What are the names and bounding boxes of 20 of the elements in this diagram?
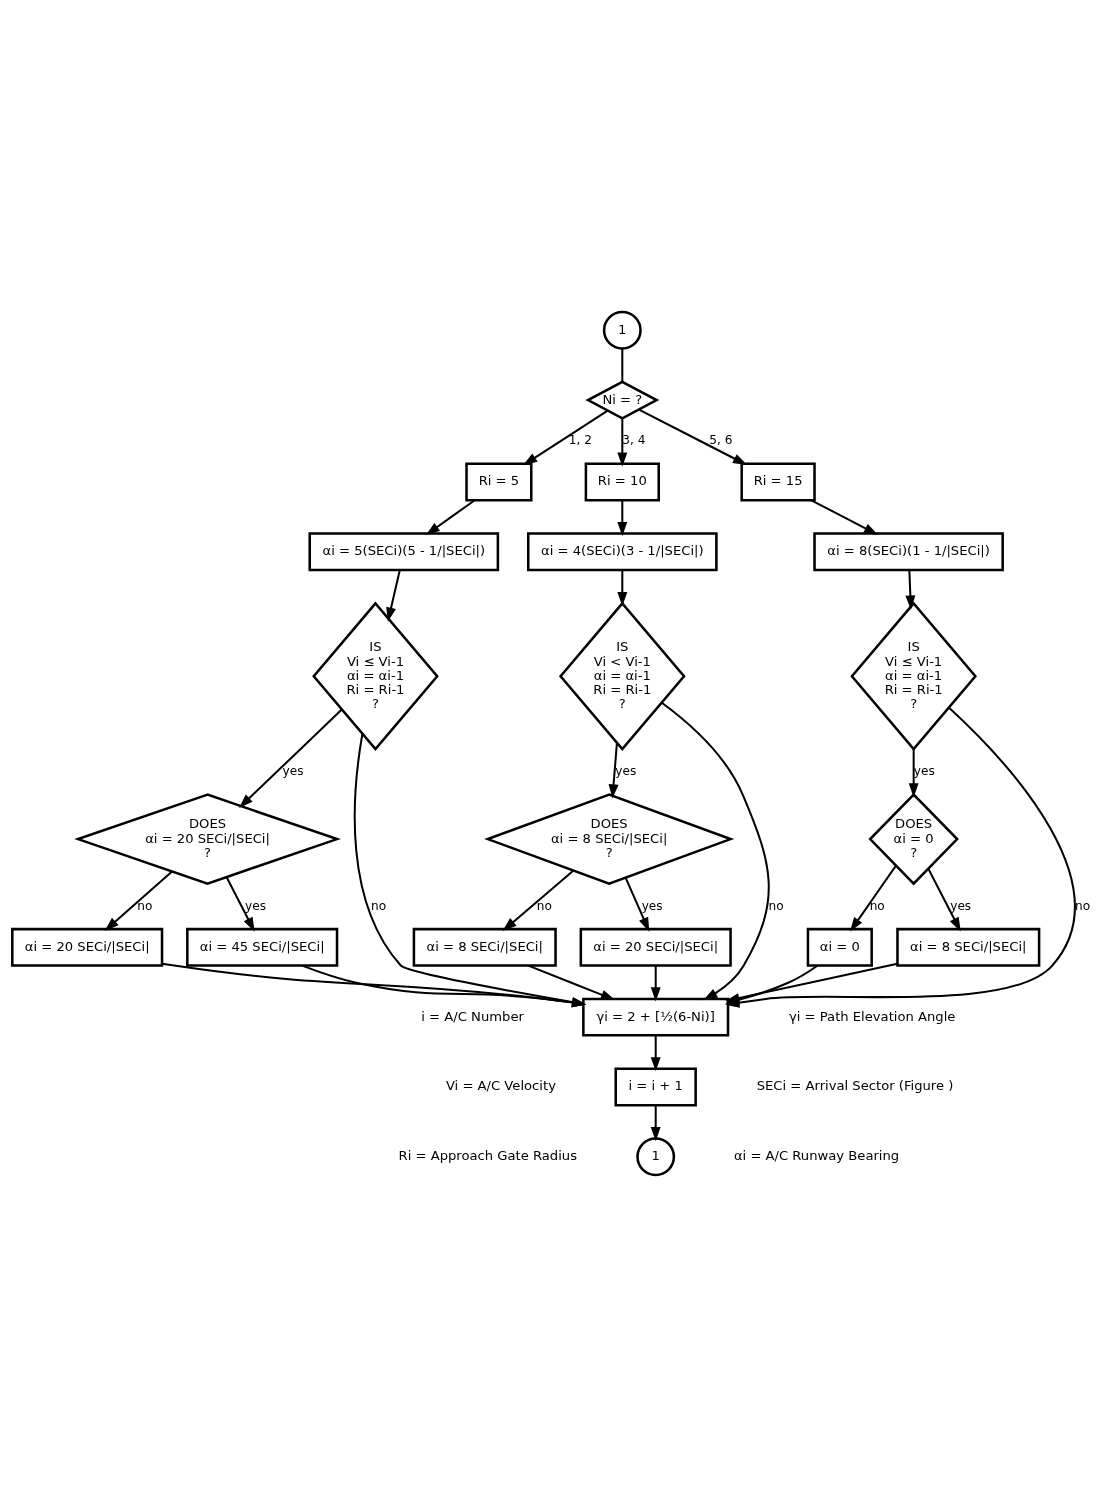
edge-label: yes: [282, 763, 304, 778]
label: Vi = A/C Velocity: [445, 1078, 556, 1094]
edge-label: yes: [641, 898, 663, 913]
edge-label: yes: [950, 898, 972, 913]
edge-label: no: [1075, 898, 1091, 913]
label: γi = Path Elevation Angle: [788, 1008, 956, 1024]
label: αi = A/C Runway Bearing: [733, 1148, 900, 1164]
edge-label: yes: [245, 898, 267, 913]
edge-label: yes: [615, 763, 637, 778]
edge-label: no: [370, 898, 387, 913]
edge-label: 1, 2: [568, 433, 592, 448]
edge-label: no: [768, 898, 784, 913]
label: Ri = Approach Gate Radius: [398, 1148, 577, 1164]
edge-label: 3, 4: [622, 433, 646, 448]
edge-label: no: [536, 898, 552, 913]
edge-label: no: [137, 898, 153, 913]
label: SECi = Arrival Sector (Figure ): [756, 1078, 954, 1094]
label: i = A/C Number: [421, 1008, 524, 1024]
edge-label: no: [869, 898, 885, 913]
edge-label: 5, 6: [709, 433, 733, 448]
